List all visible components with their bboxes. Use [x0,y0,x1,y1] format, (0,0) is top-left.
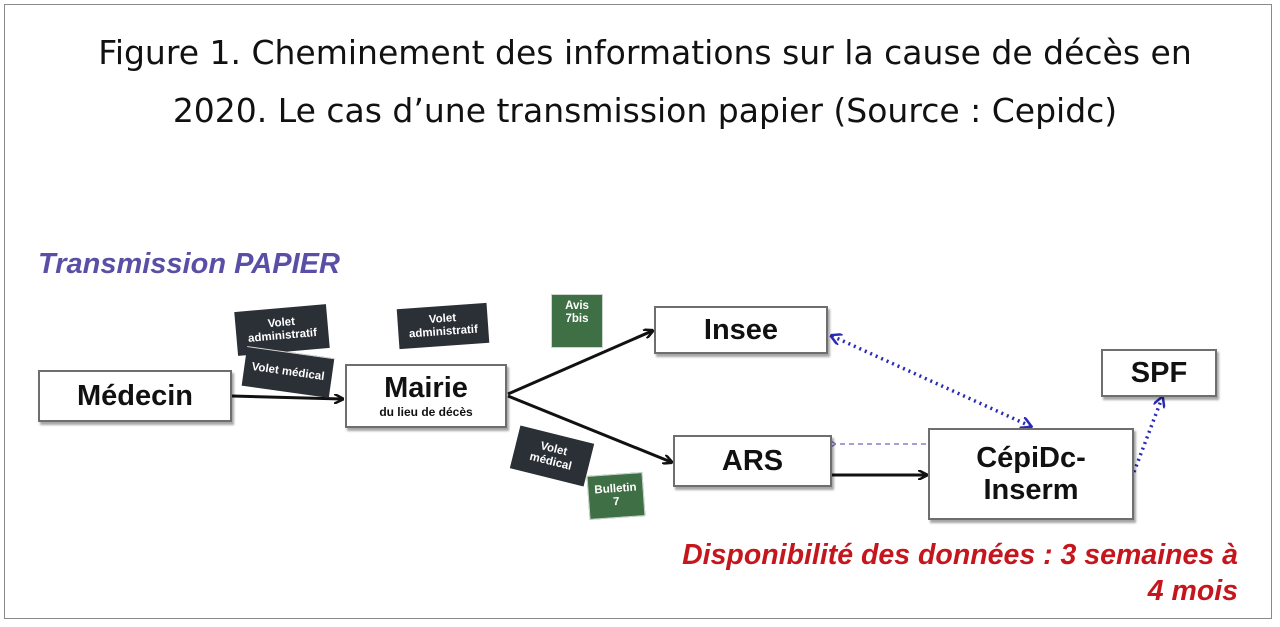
node-insee: Insee [654,306,828,354]
node-spf: SPF [1101,349,1217,397]
node-mairie: Mairie du lieu de décès [345,364,507,428]
arrow-mairie-to-ars [507,394,671,462]
document-bulletin-7: Bulletin 7 [586,472,646,520]
document-avis-7bis: Avis 7bis [551,294,603,348]
arrow-insee-cepidc-dotted [832,336,1030,426]
transmission-mode-label: Transmission PAPIER [38,248,340,280]
arrow-cepidc-to-spf-dotted [1132,398,1162,473]
node-medecin: Médecin [38,370,232,422]
figure-title-line-1: Figure 1. Cheminement des informations s… [98,33,1192,72]
node-insee-label: Insee [703,314,779,346]
node-cepidc-label-line-1: CépiDc- [976,442,1086,474]
document-volet-administratif-mairie: Volet administratif [396,302,490,350]
node-spf-label: SPF [1130,357,1188,389]
node-ars: ARS [673,435,832,487]
node-cepidc-label-line-2: Inserm [983,474,1079,506]
data-availability-line-2: 4 mois [1147,575,1238,607]
arrow-mairie-to-insee [507,331,652,396]
node-ars-label: ARS [721,445,784,477]
data-availability-note: Disponibilité des données : 3 semaines à… [520,537,1238,609]
node-mairie-sublabel: du lieu de décès [379,405,473,419]
data-availability-line-1: Disponibilité des données : 3 semaines à [682,539,1238,571]
node-cepidc-inserm: CépiDc- Inserm [928,428,1134,520]
figure-title: Figure 1. Cheminement des informations s… [40,24,1250,140]
node-medecin-label: Médecin [76,380,194,412]
node-mairie-label: Mairie [384,372,468,404]
arrow-medecin-to-mairie [231,396,342,399]
figure-title-line-2: 2020. Le cas d’une transmission papier (… [172,91,1118,130]
